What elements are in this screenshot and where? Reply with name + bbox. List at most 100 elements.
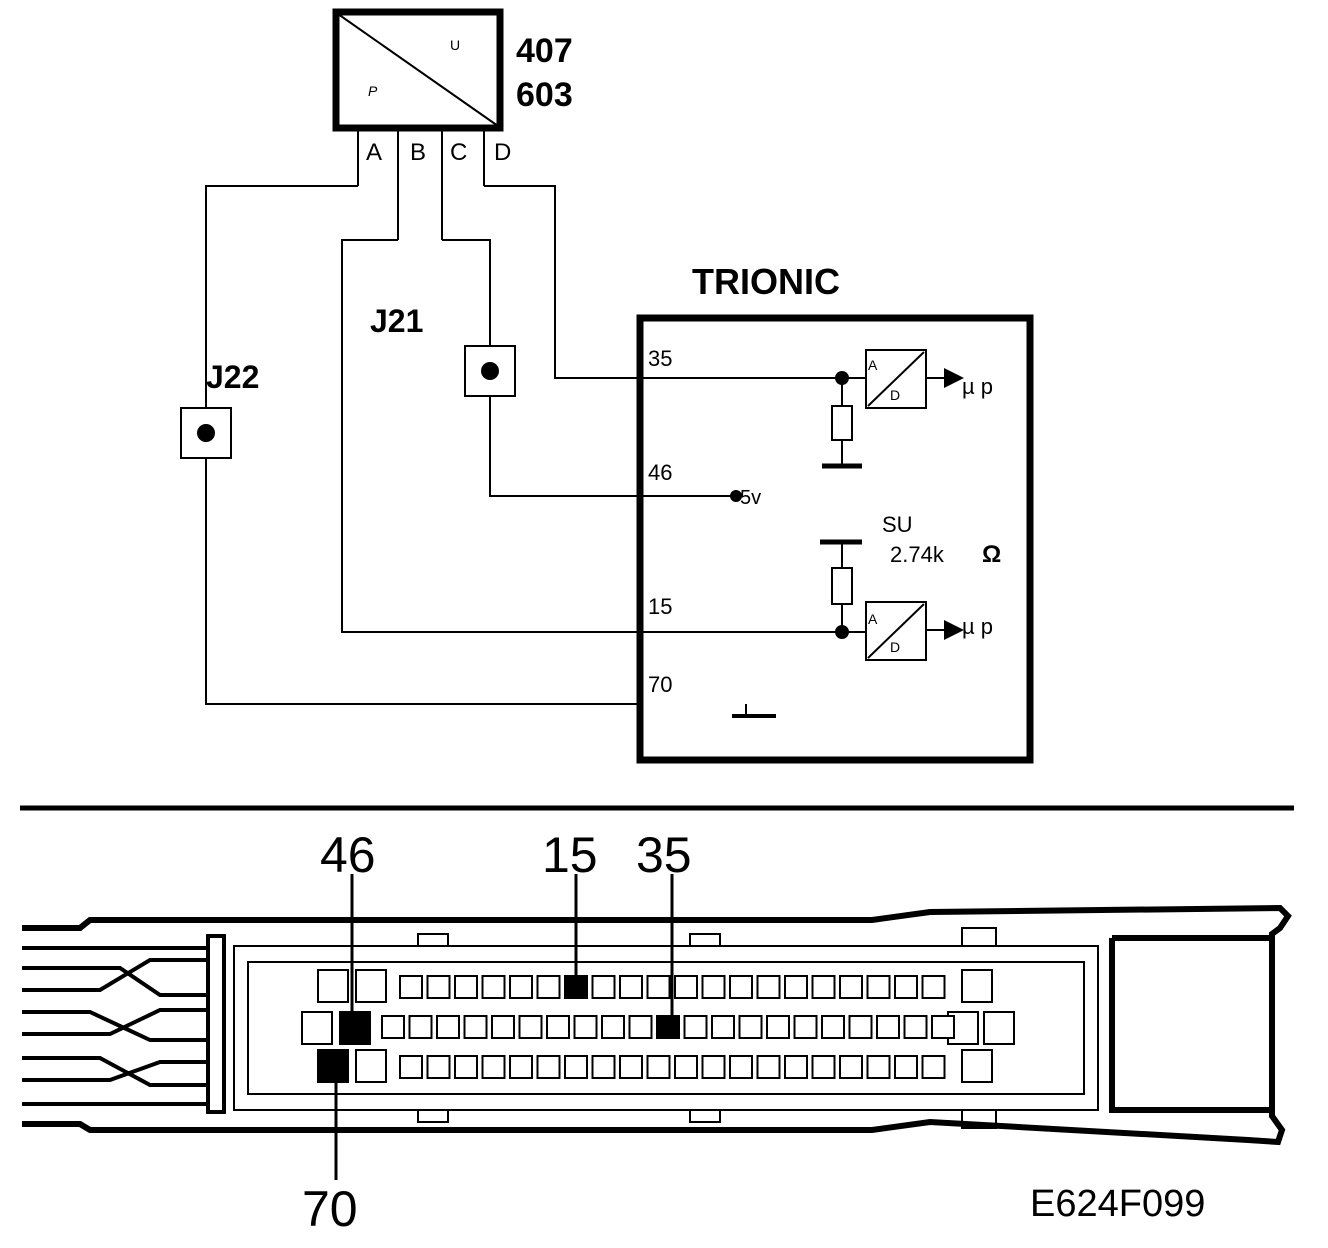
supply-label: 5v xyxy=(740,487,761,509)
connector-pin-46 xyxy=(339,1011,371,1045)
ad-d-35: D xyxy=(890,387,900,403)
connector-pin xyxy=(536,975,561,999)
connector-pin xyxy=(961,969,993,1003)
sensor-diagonal xyxy=(337,13,499,127)
connector-pin xyxy=(628,1015,653,1039)
callout-35: 35 xyxy=(636,827,692,883)
connector-pin xyxy=(738,1015,763,1039)
trionic-ecu: TRIONIC 35 46 15 70 5v A D µ p SU 2.74k … xyxy=(636,261,1034,764)
connector-pin xyxy=(821,1015,845,1039)
wire-a-ground xyxy=(205,185,640,705)
wire-d-signal xyxy=(484,185,842,379)
connector-pin xyxy=(454,1055,478,1079)
connector-pin xyxy=(674,1055,698,1079)
connector-rib xyxy=(689,933,721,947)
connector-pin xyxy=(564,1055,588,1079)
connector-pin xyxy=(399,1055,423,1079)
connector-pin xyxy=(866,1055,891,1079)
connector-rib xyxy=(961,927,997,947)
connector-pin xyxy=(518,1015,543,1039)
connector-pin xyxy=(481,1055,506,1079)
connector-pin xyxy=(756,975,781,999)
connector-pin xyxy=(701,975,726,999)
ad-d-15: D xyxy=(890,639,900,655)
connector-pin xyxy=(756,1055,781,1079)
connector-pin xyxy=(646,1055,671,1079)
connector-pin xyxy=(646,975,671,999)
connector-pin xyxy=(355,969,387,1003)
sensor-pin-c: C xyxy=(450,139,467,166)
sensor-label-603: 603 xyxy=(516,76,573,114)
connector-pin xyxy=(766,1015,790,1039)
connector-rib xyxy=(689,1109,721,1123)
connector-pin xyxy=(317,969,349,1003)
connector-pin xyxy=(811,975,836,999)
connector-pin xyxy=(408,1015,433,1039)
mu-p-35: µ p xyxy=(962,374,993,399)
ad-a-15: A xyxy=(868,611,878,627)
junction-j21-dot xyxy=(481,362,499,380)
connector-pin xyxy=(573,1015,598,1039)
connector-pin-70 xyxy=(317,1049,349,1083)
connector-pin-field xyxy=(247,961,1085,1095)
connector-pin xyxy=(961,1049,993,1083)
connector-pin xyxy=(683,1015,708,1039)
connector-pin xyxy=(931,1015,955,1039)
connector-housing xyxy=(22,904,1292,1146)
connector-pin xyxy=(509,1055,533,1079)
ecu-pin-15: 15 xyxy=(648,594,672,619)
ad-diagonal-35 xyxy=(867,351,925,407)
sensor-label-407: 407 xyxy=(516,32,573,70)
wire-bundle xyxy=(22,946,210,1106)
connector-pin xyxy=(784,1055,808,1079)
connector-pin xyxy=(729,1055,753,1079)
junction-j22-label: J22 xyxy=(206,359,259,395)
junction-j22-dot xyxy=(197,424,215,442)
arrow-35 xyxy=(944,368,964,388)
figure-id: E624F099 xyxy=(1030,1183,1205,1225)
connector-pin xyxy=(463,1015,488,1039)
connector-pin xyxy=(509,975,533,999)
wire-b-signal xyxy=(341,239,842,633)
connector-pin xyxy=(983,1011,1015,1045)
connector-inner-body xyxy=(233,945,1099,1111)
connector-pin xyxy=(399,975,423,999)
su-label: SU xyxy=(882,512,913,537)
connector-pin xyxy=(921,1055,946,1079)
sensor-corner-p: P xyxy=(368,83,378,99)
mu-p-15: µ p xyxy=(962,614,993,639)
resistor-pulldown xyxy=(831,405,853,441)
connector-pin xyxy=(848,1015,873,1039)
connector-pin xyxy=(491,1015,515,1039)
supply-node xyxy=(730,490,742,502)
connector-pin xyxy=(839,1055,863,1079)
connector-pin xyxy=(454,975,478,999)
ecu-title: TRIONIC xyxy=(692,261,840,302)
connector-pin xyxy=(811,1055,836,1079)
callout-46: 46 xyxy=(320,827,376,883)
resistor-pullup xyxy=(831,567,853,605)
connector-pin xyxy=(381,1015,405,1039)
callout-70: 70 xyxy=(302,1181,358,1237)
connector-pin xyxy=(481,975,506,999)
ecu-pin-35: 35 xyxy=(648,346,672,371)
junction-j21: J21 xyxy=(370,303,516,397)
ecu-connector: 46 15 35 70 xyxy=(22,827,1292,1237)
ecu-pin-46: 46 xyxy=(648,460,672,485)
connector-pin xyxy=(426,975,451,999)
connector-rib xyxy=(417,1109,449,1123)
ad-diagonal-15 xyxy=(867,603,925,659)
connector-pin xyxy=(355,1049,387,1083)
connector-pin xyxy=(546,1015,570,1039)
connector-pin xyxy=(674,975,698,999)
sensor-pin-a: A xyxy=(366,139,382,166)
sensor-pin-b: B xyxy=(410,139,426,166)
connector-pin xyxy=(701,1055,726,1079)
connector-pin xyxy=(903,1015,928,1039)
connector-pin xyxy=(894,975,918,999)
connector-pin xyxy=(591,1055,616,1079)
connector-pin xyxy=(921,975,946,999)
connector-pin xyxy=(591,975,616,999)
ohm-symbol: Ω xyxy=(982,541,1001,568)
connector-pin xyxy=(784,975,808,999)
